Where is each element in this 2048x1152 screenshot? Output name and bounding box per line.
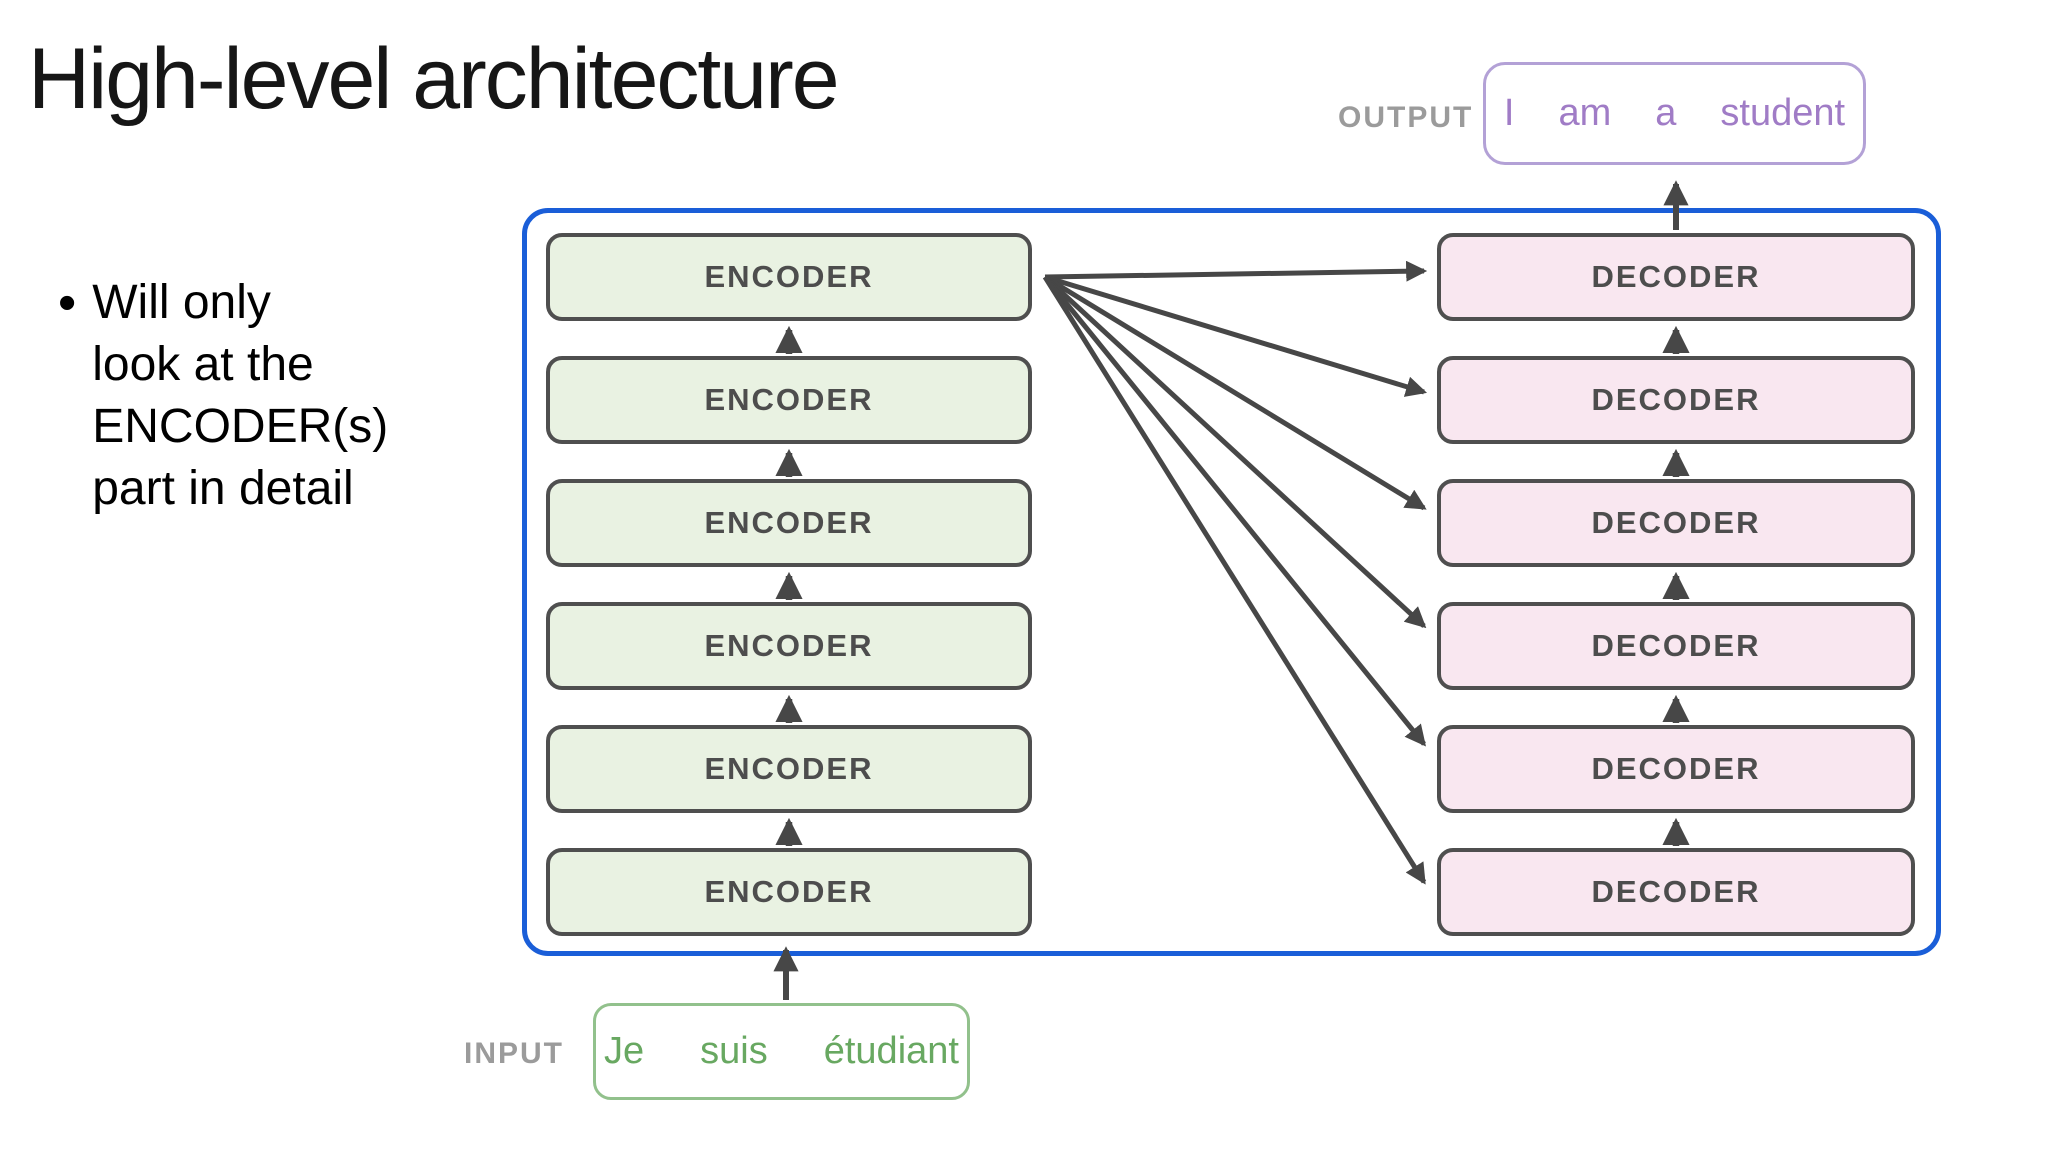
input-box: Je suis étudiant [593,1003,970,1100]
bullet-text: Will only look at the ENCODER(s) part in… [92,272,388,520]
encoder-box-3: ENCODER [546,479,1032,567]
encoder-box-2: ENCODER [546,356,1032,444]
decoder-box-1: DECODER [1437,233,1915,321]
encoder-box-1: ENCODER [546,233,1032,321]
input-word: étudiant [823,1030,959,1072]
output-box: I am a student [1483,62,1866,165]
bullet-block: • Will only look at the ENCODER(s) part … [58,272,388,520]
decoder-box-6: DECODER [1437,848,1915,936]
page-title: High-level architecture [28,31,840,127]
bullet-line: Will only [92,276,271,329]
bullet-marker: • [58,274,77,332]
bullet-line: part in detail [92,462,354,515]
output-word: I [1503,92,1515,134]
bullet-line: look at the [92,338,314,391]
output-word: a [1655,92,1677,134]
decoder-box-3: DECODER [1437,479,1915,567]
decoder-box-4: DECODER [1437,602,1915,690]
output-label: OUTPUT [1338,101,1474,134]
encoder-box-5: ENCODER [546,725,1032,813]
input-word: suis [700,1030,768,1072]
output-word: am [1558,92,1612,134]
output-word: student [1720,92,1846,134]
bullet-line: ENCODER(s) [92,400,389,453]
decoder-box-2: DECODER [1437,356,1915,444]
encoder-box-6: ENCODER [546,848,1032,936]
decoder-box-5: DECODER [1437,725,1915,813]
input-word: Je [604,1030,645,1072]
encoder-box-4: ENCODER [546,602,1032,690]
input-label: INPUT [464,1037,564,1070]
